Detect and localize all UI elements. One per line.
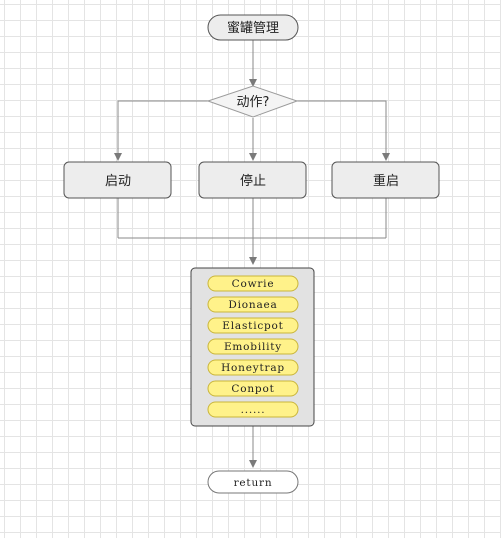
honeypot-item-label: Dionaea bbox=[228, 299, 277, 311]
end-node-label: return bbox=[234, 477, 273, 489]
honeypot-group[interactable]: Cowrie Dionaea Elasticpot Emobility Hone… bbox=[190, 267, 315, 427]
honeypot-item-more[interactable]: ...... bbox=[207, 401, 299, 418]
end-node[interactable]: return bbox=[207, 470, 299, 494]
honeypot-item-label: Elasticpot bbox=[222, 320, 283, 332]
start-node[interactable]: 蜜罐管理 bbox=[207, 14, 299, 41]
edge-decision-to-restart-action bbox=[297, 100, 390, 161]
honeypot-item-dionaea[interactable]: Dionaea bbox=[207, 296, 299, 313]
action-node-stop-label: 停止 bbox=[240, 173, 266, 189]
honeypot-item-conpot[interactable]: Conpot bbox=[207, 380, 299, 397]
honeypot-item-label: ...... bbox=[241, 404, 266, 416]
action-node-stop[interactable]: 停止 bbox=[198, 161, 307, 199]
honeypot-item-honeytrap[interactable]: Honeytrap bbox=[207, 359, 299, 376]
honeypot-item-label: Honeytrap bbox=[221, 362, 285, 374]
connectors bbox=[114, 40, 390, 468]
action-node-start[interactable]: 启动 bbox=[63, 161, 172, 199]
honeypot-item-emobility[interactable]: Emobility bbox=[207, 338, 299, 355]
decision-node-label: 动作? bbox=[237, 95, 270, 110]
action-node-restart[interactable]: 重启 bbox=[331, 161, 440, 199]
start-node-label: 蜜罐管理 bbox=[227, 21, 279, 36]
honeypot-item-label: Emobility bbox=[224, 341, 282, 353]
action-node-restart-label: 重启 bbox=[373, 173, 399, 189]
action-node-start-label: 启动 bbox=[105, 174, 131, 189]
edge-decision-to-start-action bbox=[114, 100, 208, 161]
decision-node[interactable]: 动作? bbox=[206, 85, 299, 118]
honeypot-item-elasticpot[interactable]: Elasticpot bbox=[207, 317, 299, 334]
honeypot-item-label: Cowrie bbox=[232, 278, 275, 290]
honeypot-item-cowrie[interactable]: Cowrie bbox=[207, 275, 299, 292]
honeypot-item-label: Conpot bbox=[231, 383, 274, 395]
